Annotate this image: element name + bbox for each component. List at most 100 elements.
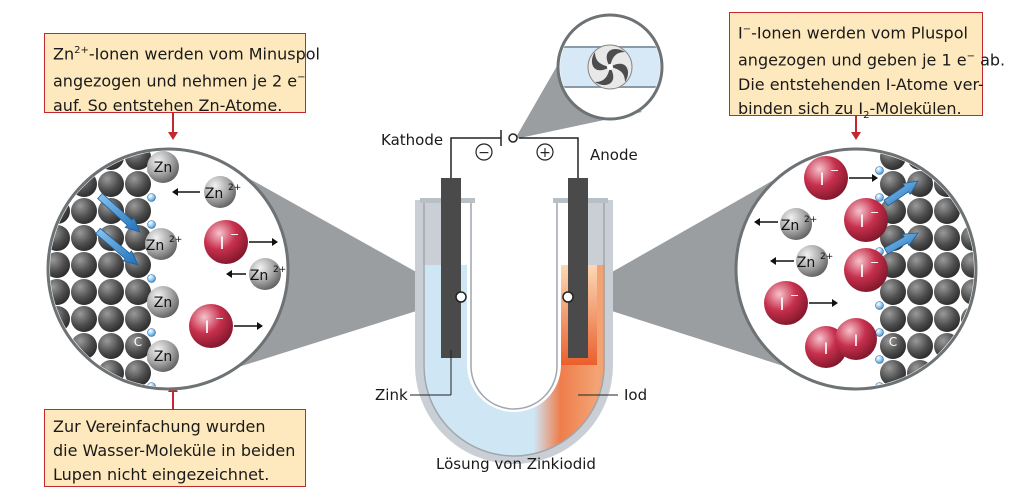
carbon-label: C xyxy=(134,335,142,349)
callout-tip-top-left xyxy=(168,132,178,140)
zinc-ion: Zn 2+ xyxy=(145,228,182,260)
carbon-electrode-atom xyxy=(934,151,960,170)
svg-text:Zn: Zn xyxy=(154,295,172,311)
iodide-ion: I − xyxy=(804,156,848,200)
circuit-wire xyxy=(450,130,579,178)
svg-text:Zn: Zn xyxy=(250,268,268,284)
callout-top-right-line-2: angezogen und geben je 1 e− ab. xyxy=(738,50,1006,70)
svg-text:I: I xyxy=(219,234,224,254)
carbon-electrode-atom xyxy=(98,306,124,332)
callout-bottom-left-line-3: Lupen nicht eingezeichnet. xyxy=(53,465,270,484)
iodine-molecule: I I xyxy=(805,318,877,368)
electron-transfer-arrow xyxy=(95,227,139,266)
carbon-electrode-atom xyxy=(961,279,974,305)
carbon-electrode-atom xyxy=(880,333,906,359)
cathode-electrode xyxy=(441,178,461,358)
magnifier-cone-right xyxy=(568,169,793,369)
electron-dot xyxy=(147,274,156,283)
iodide-ion: I − xyxy=(844,248,888,292)
electron-dot xyxy=(147,193,156,202)
carbon-electrode-atom xyxy=(98,171,124,197)
carbon-electrode-atom xyxy=(961,360,974,386)
zinc-ion: Zn 2+ xyxy=(796,245,833,277)
carbon-electrode-atom xyxy=(934,360,960,386)
callout-top-left-line-1: Zn2+-Ionen werden vom Minuspol xyxy=(53,44,320,64)
carbon-electrode-atom xyxy=(125,171,151,197)
carbon-electrode-atom xyxy=(880,151,906,170)
svg-text:I: I xyxy=(204,318,209,338)
carbon-electrode-atom xyxy=(71,198,97,224)
carbon-electrode-atom xyxy=(50,151,70,170)
carbon-label: C xyxy=(889,335,897,349)
carbon-electrode-atom xyxy=(50,360,70,386)
carbon-electrode-atom xyxy=(98,279,124,305)
callout-top-right-line-3: Die entstehenden I-Atome ver- xyxy=(738,74,984,94)
svg-text:Zn: Zn xyxy=(797,255,815,271)
svg-text:2+: 2+ xyxy=(228,183,241,193)
zinc-atom: Zn xyxy=(147,151,179,183)
positive-site-dot xyxy=(875,193,884,202)
cathode-label: Kathode xyxy=(381,131,444,149)
iodide-ion: I − xyxy=(844,198,888,242)
carbon-electrode-atom xyxy=(907,333,933,359)
callout-bottom-left-line-1: Zur Vereinfachung wurden xyxy=(53,417,266,436)
svg-text:Zn: Zn xyxy=(146,238,164,254)
svg-text:I: I xyxy=(859,212,864,232)
carbon-electrode-atom xyxy=(125,225,151,251)
zinc-ion: Zn 2+ xyxy=(249,258,286,290)
callout-bottom-left: Zur Vereinfachung wurden die Wasser-Mole… xyxy=(44,409,306,487)
carbon-electrode-atom xyxy=(50,171,70,197)
carbon-electrode-atom xyxy=(934,306,960,332)
carbon-electrode-atom xyxy=(934,198,960,224)
carbon-electrode-atom xyxy=(125,306,151,332)
svg-text:I: I xyxy=(854,331,859,350)
svg-text:I: I xyxy=(779,295,784,315)
carbon-electrode-atom xyxy=(961,225,974,251)
carbon-electrode-atom xyxy=(125,360,151,386)
svg-text:Zn: Zn xyxy=(154,160,172,176)
svg-text:−: − xyxy=(830,164,839,177)
anode-zoom-point xyxy=(562,291,574,303)
electron-dot xyxy=(147,328,156,337)
carbon-electrode-atom xyxy=(71,225,97,251)
callout-bottom-left-line-2: die Wasser-Moleküle in beiden xyxy=(53,441,296,460)
carbon-electrode-atom xyxy=(907,171,933,197)
zinc-ion: Zn 2+ xyxy=(204,176,241,208)
minus-pole-symbol xyxy=(475,143,493,161)
svg-text:I: I xyxy=(819,170,824,190)
carbon-electrode-atom xyxy=(125,151,151,170)
iodide-ion: I − xyxy=(764,281,808,325)
svg-text:−: − xyxy=(790,289,799,302)
electron-transfer-arrow xyxy=(883,180,919,207)
carbon-electrode-atom xyxy=(907,252,933,278)
iodide-ion: I − xyxy=(189,304,233,348)
carbon-electrode-atom xyxy=(934,279,960,305)
plus-pole-symbol xyxy=(536,143,554,161)
positive-site-dot xyxy=(875,301,884,310)
electron-dot xyxy=(147,220,156,229)
carbon-electrode-atom xyxy=(880,279,906,305)
carbon-electrode-atom xyxy=(907,198,933,224)
svg-text:Zn: Zn xyxy=(205,186,223,202)
svg-text:2+: 2+ xyxy=(820,252,833,262)
zinc-atom: Zn xyxy=(147,340,179,372)
carbon-electrode-atom xyxy=(934,225,960,251)
carbon-electrode-atom xyxy=(50,252,70,278)
svg-text:−: − xyxy=(215,312,224,325)
minus-pole-label: − xyxy=(478,145,490,161)
magnifier-cone-left xyxy=(232,169,461,369)
positive-site-dot xyxy=(875,328,884,337)
svg-text:I: I xyxy=(824,339,829,358)
iodide-ion: I − xyxy=(204,220,248,264)
callout-top-right-line-4: binden sich zu I2-Molekülen. xyxy=(738,98,962,121)
electron-transfer-arrow xyxy=(97,192,141,233)
carbon-electrode-atom xyxy=(907,279,933,305)
carbon-electrode-atom xyxy=(71,151,97,170)
callout-top-right: I−-Ionen werden vom Pluspol angezogen un… xyxy=(729,12,1006,121)
carbon-electrode-atom xyxy=(98,151,124,170)
plus-pole-label: + xyxy=(539,145,551,161)
carbon-electrode-atom xyxy=(71,252,97,278)
callout-top-left-line-3: auf. So entstehen Zn-Atome. xyxy=(53,95,283,115)
carbon-electrode-atom xyxy=(50,333,70,359)
